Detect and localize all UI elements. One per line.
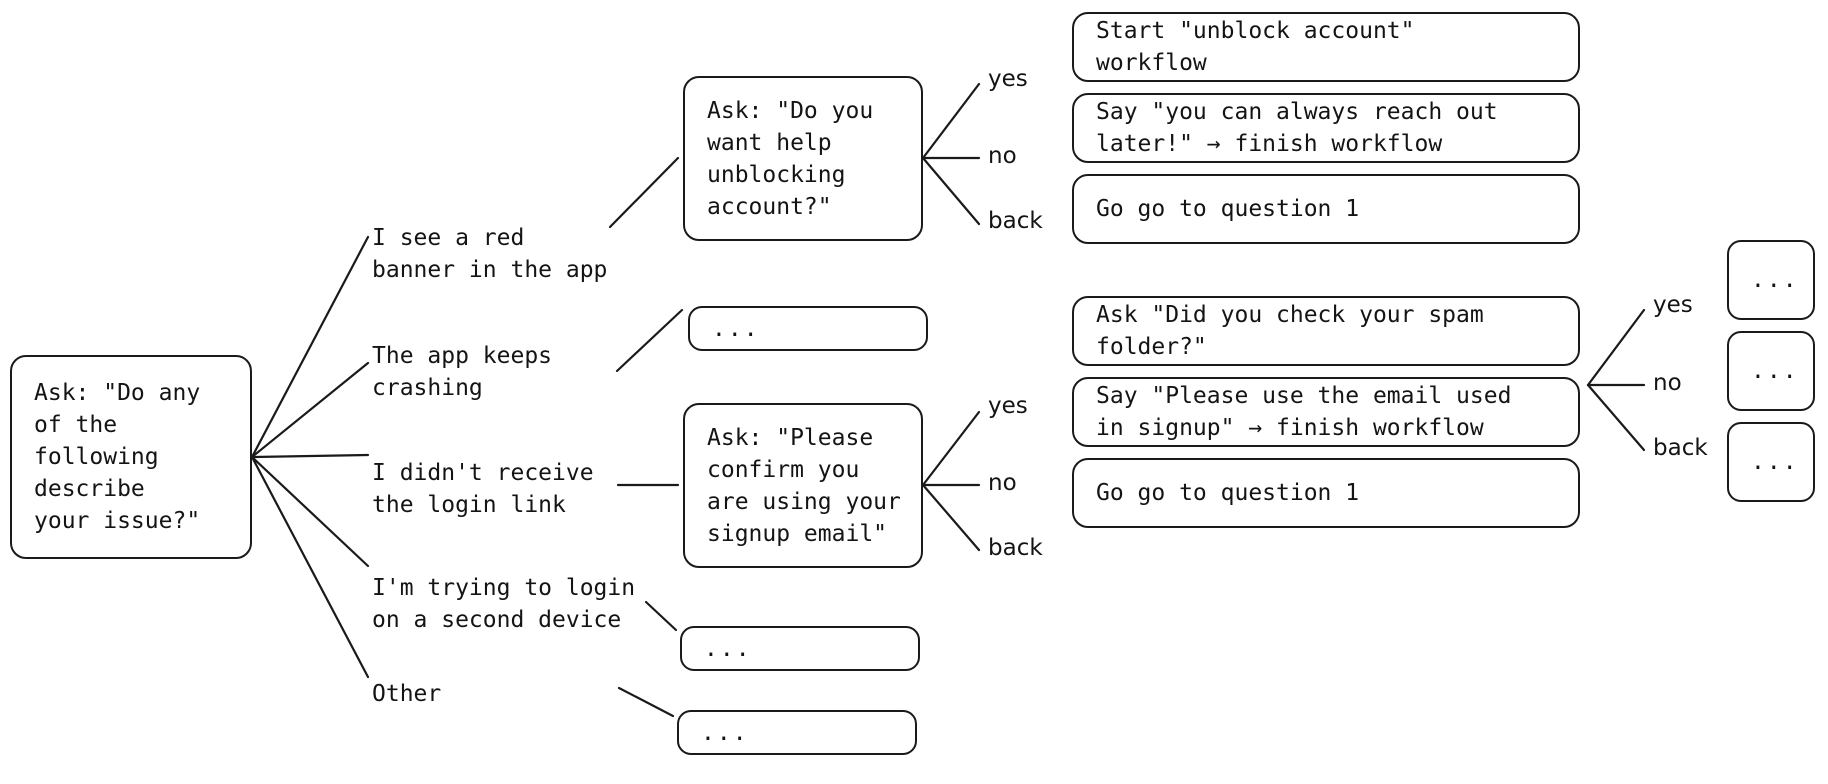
edge-signup-yes	[921, 410, 981, 487]
node-crashing-placeholder[interactable]: ...	[688, 306, 928, 351]
edge-other-to-placeholder	[617, 686, 675, 718]
edge-red-banner-to-unblock-question	[608, 156, 680, 229]
edge-label-unblock-yes: yes	[988, 66, 1028, 92]
node-outcome-spam-folder-question[interactable]: Ask "Did you check your spam folder?"	[1072, 296, 1580, 366]
node-outcome-go-to-question-1-upper[interactable]: Go go to question 1	[1072, 174, 1580, 244]
edge-label-unblock-no: no	[988, 143, 1017, 169]
node-outcome-start-unblock-workflow-text: Start "unblock account" workflow	[1096, 18, 1415, 76]
edge-root-to-login-link	[250, 453, 370, 459]
edge-crashing-to-placeholder	[615, 308, 684, 373]
node-outcome-go-to-question-1-lower[interactable]: Go go to question 1	[1072, 458, 1580, 528]
node-outcome-use-signup-email[interactable]: Say "Please use the email used in signup…	[1072, 377, 1580, 447]
edge-root-to-red-banner	[250, 235, 370, 459]
edge-spam-yes	[1586, 308, 1646, 387]
branch-label-login-link: I didn't receive the login link	[372, 460, 594, 518]
node-outcome-start-unblock-workflow[interactable]: Start "unblock account" workflow	[1072, 12, 1580, 82]
node-outcome-go-to-question-1-lower-text: Go go to question 1	[1096, 480, 1360, 506]
node-unblock-question[interactable]: Ask: "Do you want help unblocking accoun…	[683, 76, 923, 241]
branch-label-second-device: I'm trying to login on a second device	[372, 575, 636, 633]
edge-label-spam-no: no	[1653, 370, 1682, 396]
edge-spam-back	[1586, 383, 1646, 452]
edge-label-signup-yes: yes	[988, 393, 1028, 419]
branch-label-crashing: The app keeps crashing	[372, 343, 553, 401]
edge-label-signup-back: back	[988, 535, 1043, 561]
edge-root-to-other	[250, 455, 370, 679]
edge-unblock-yes	[921, 82, 981, 160]
node-outcome-reach-out-later-text: Say "you can always reach out later!" → …	[1096, 99, 1498, 157]
node-outcome-go-to-question-1-upper-text: Go go to question 1	[1096, 196, 1360, 222]
node-outcome-reach-out-later[interactable]: Say "you can always reach out later!" → …	[1072, 93, 1580, 163]
node-second-device-placeholder-text: ...	[704, 635, 752, 662]
edge-label-signup-no: no	[988, 470, 1017, 496]
branch-label-red-banner: I see a red banner in the app	[372, 225, 608, 283]
edge-label-unblock-back: back	[988, 208, 1043, 234]
node-spam-outcome-yes-placeholder-text: ...	[1751, 267, 1799, 293]
node-crashing-placeholder-text: ...	[712, 315, 760, 342]
node-signup-email-question[interactable]: Ask: "Please confirm you are using your …	[683, 403, 923, 568]
edge-label-spam-yes: yes	[1653, 292, 1693, 318]
edge-signup-back	[921, 483, 981, 552]
edge-unblock-back	[921, 156, 981, 226]
node-unblock-question-text: Ask: "Do you want help unblocking accoun…	[707, 97, 874, 220]
branch-label-other: Other	[372, 681, 442, 707]
node-signup-email-question-text: Ask: "Please confirm you are using your …	[707, 424, 901, 547]
node-root-question[interactable]: Ask: "Do any of the following describe y…	[10, 355, 252, 559]
node-outcome-use-signup-email-text: Say "Please use the email used in signup…	[1096, 383, 1512, 441]
node-spam-outcome-no-placeholder-text: ...	[1751, 358, 1799, 384]
node-outcome-spam-folder-question-text: Ask "Did you check your spam folder?"	[1096, 302, 1484, 360]
node-second-device-placeholder[interactable]: ...	[680, 626, 920, 671]
node-spam-outcome-back-placeholder-text: ...	[1751, 449, 1799, 475]
node-other-placeholder-text: ...	[701, 719, 749, 746]
node-root-question-text: Ask: "Do any of the following describe y…	[34, 380, 201, 534]
edge-label-spam-back: back	[1653, 435, 1708, 461]
edge-root-to-crashing	[250, 361, 370, 459]
node-spam-outcome-yes-placeholder[interactable]: ...	[1727, 240, 1815, 320]
node-other-placeholder[interactable]: ...	[677, 710, 917, 755]
node-spam-outcome-back-placeholder[interactable]: ...	[1727, 422, 1815, 502]
node-spam-outcome-no-placeholder[interactable]: ...	[1727, 331, 1815, 411]
edge-root-to-second-device	[250, 455, 370, 568]
edge-second-device-to-placeholder	[644, 600, 678, 632]
